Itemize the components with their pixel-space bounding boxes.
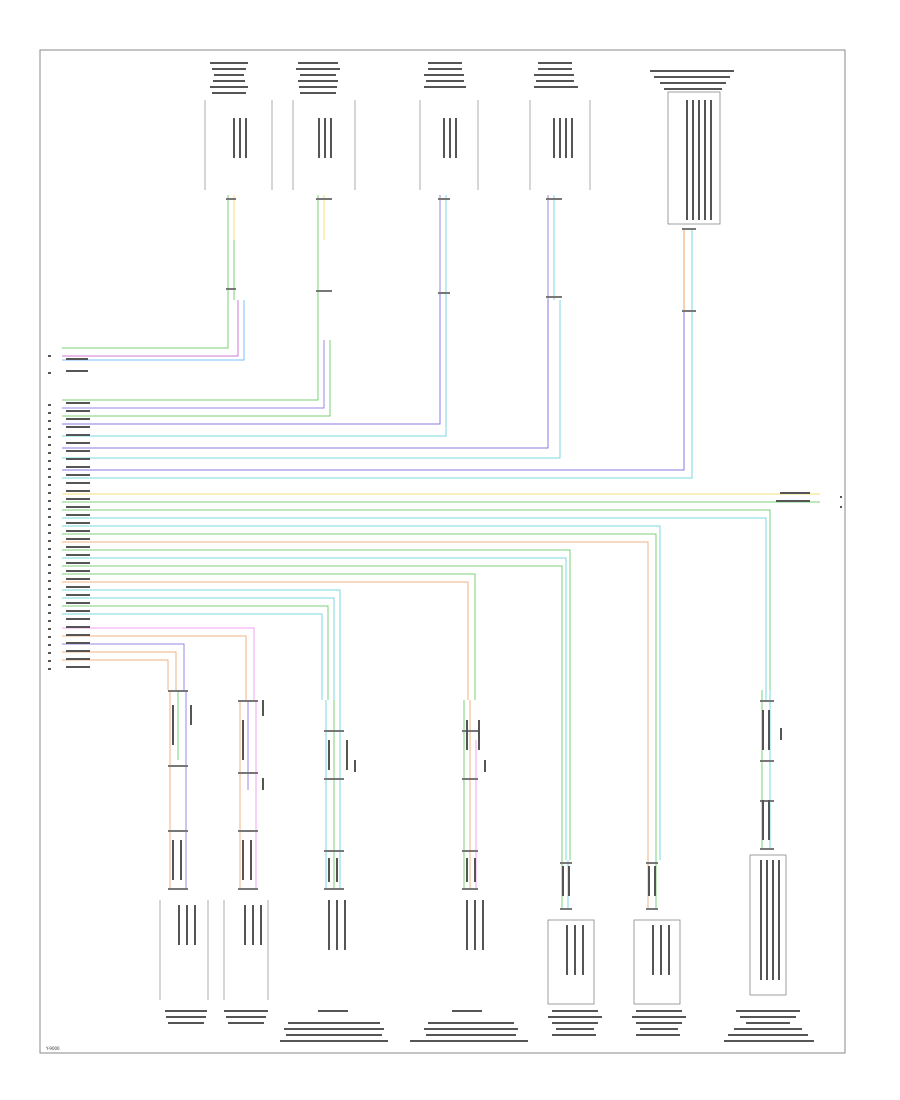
top-wires <box>62 195 693 479</box>
bus-wires <box>62 493 820 860</box>
bottom-wires <box>169 690 771 910</box>
bottom-component-1 <box>159 900 209 1024</box>
top-component-1 <box>204 100 273 190</box>
connector-ticks-bottom <box>168 690 774 910</box>
diagram-border <box>39 49 846 1054</box>
pin-label-columns <box>233 100 712 220</box>
top-component-5-box <box>667 91 721 225</box>
bottom-component-6-box <box>632 919 686 1036</box>
top-component-2 <box>292 100 356 190</box>
bottom-component-7-box <box>724 854 814 1042</box>
top-component-4 <box>529 100 591 190</box>
bottom-component-3 <box>280 900 388 1042</box>
connector-ticks-top <box>226 198 696 312</box>
bottom-component-4 <box>410 900 528 1042</box>
footer-ref: Y-9000 <box>45 1046 60 1051</box>
top-label-blocks <box>210 62 734 94</box>
bottom-pin-labels <box>172 700 782 896</box>
bottom-component-2 <box>223 900 269 1024</box>
bottom-component-5-box <box>547 919 602 1036</box>
top-component-3 <box>419 100 479 190</box>
bus-row-labels <box>48 355 842 670</box>
